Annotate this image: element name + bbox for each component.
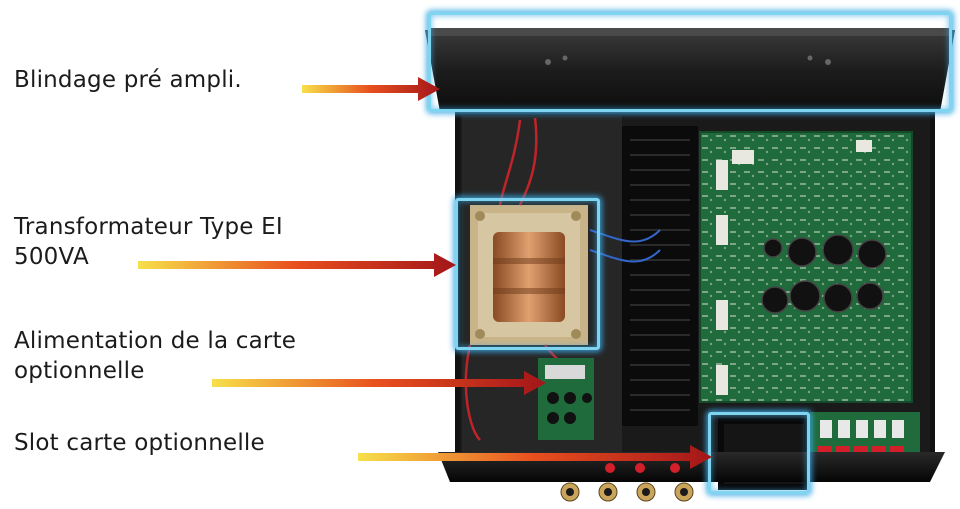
callout-line: Alimentation de la carte [14,328,297,354]
callout-preamp-shield: Blindage pré ampli. [14,65,242,95]
callout-line: Slot carte optionnelle [14,430,265,456]
arrow-3-icon [212,371,546,395]
preamp-shield [425,28,955,112]
highlight-option-slot [708,412,810,494]
transformer [470,205,588,345]
arrow-1-icon [302,77,440,101]
callout-line: 500VA [14,244,89,270]
callout-line: Transformateur Type EI [14,214,283,240]
option-psu-board [538,358,594,440]
callout-option-psu: Alimentation de la carte optionnelle [14,326,296,386]
callout-option-slot: Slot carte optionnelle [14,428,265,458]
arrow-2-icon [138,253,456,277]
main-pcb [699,131,913,403]
callout-transformer: Transformateur Type EI 500VA [14,212,283,272]
callout-line: Blindage pré ampli. [14,67,242,93]
highlight-preamp-shield [428,12,952,112]
heatsink [622,126,698,426]
arrow-4-icon [358,445,712,469]
highlight-transformer [455,198,600,350]
callout-line: optionnelle [14,358,145,384]
